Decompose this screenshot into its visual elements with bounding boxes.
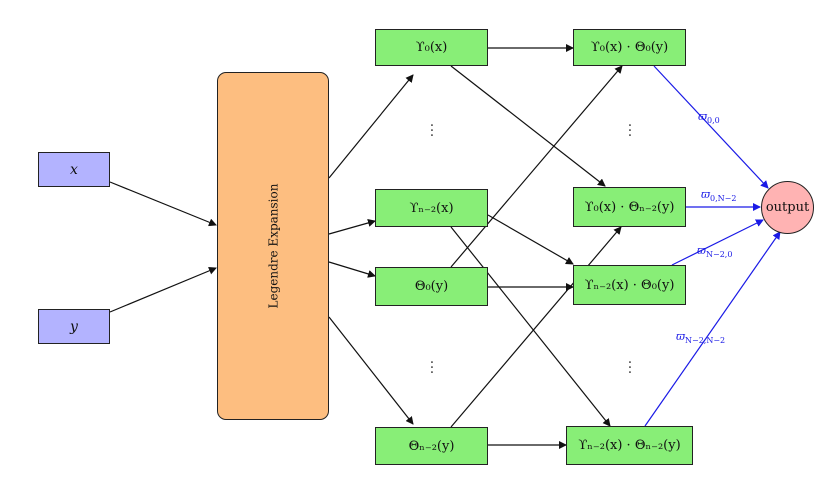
weight-n2-0-subscript: N−2,0	[705, 250, 733, 260]
edge-expansion-uN2	[328, 219, 376, 235]
edge-uN2-pN0	[487, 214, 574, 265]
basis-theta-0: Θ₀(y)	[375, 267, 488, 306]
edge-expansion-t0	[328, 261, 376, 278]
product-u0-tn2-label: ϒ₀(x) · Θₙ₋₂(y)	[584, 199, 675, 215]
weight-n2-n2: ϖN−2,N−2	[676, 330, 725, 345]
edge-uN2-pNN	[450, 226, 611, 427]
ellipsis-basis-top: ···	[429, 118, 435, 144]
edge-expansion-tN2	[328, 316, 414, 425]
ellipsis-products-bottom: ···	[627, 355, 633, 381]
basis-theta-n2: Θₙ₋₂(y)	[375, 427, 488, 465]
weight-n2-n2-subscript: N−2,N−2	[684, 336, 726, 346]
edge-pNN-output	[644, 231, 781, 427]
output-label: output	[765, 200, 810, 215]
ellipsis-products-top: ···	[627, 118, 633, 144]
weight-0-n2-subscript: 0,N−2	[709, 194, 737, 204]
input-y-node: y	[38, 309, 110, 344]
input-x-node: x	[38, 152, 110, 187]
basis-upsilon-0: ϒ₀(x)	[375, 29, 488, 66]
product-un2-tn2-label: ϒₙ₋₂(x) · Θₙ₋₂(y)	[578, 438, 681, 453]
edge-expansion-u0	[328, 74, 414, 179]
weight-n2-0: ϖN−2,0	[697, 244, 732, 259]
weight-0-n2: ϖ0,N−2	[701, 188, 736, 203]
legendre-expansion-label: Legendre Expansion	[266, 183, 280, 309]
edge-p00-output	[653, 65, 769, 189]
input-x-label: x	[70, 161, 78, 178]
product-un2-t0: ϒₙ₋₂(x) · Θ₀(y)	[573, 265, 686, 305]
edge-t0-p00	[450, 65, 623, 268]
weight-0-0-symbol: ϖ	[698, 110, 707, 123]
product-u0-t0: ϒ₀(x) · Θ₀(y)	[573, 29, 686, 66]
product-u0-t0-label: ϒ₀(x) · Θ₀(y)	[590, 40, 669, 55]
edge-pN0-output	[671, 219, 764, 266]
ellipsis-basis-bottom: ···	[429, 355, 435, 381]
legendre-expansion-block: Legendre Expansion	[217, 72, 329, 420]
weight-n2-n2-symbol: ϖ	[676, 330, 685, 343]
input-y-label: y	[70, 318, 78, 335]
basis-upsilon-0-label: ϒ₀(x)	[415, 40, 448, 55]
product-un2-t0-label: ϒₙ₋₂(x) · Θ₀(y)	[584, 277, 675, 293]
weight-n2-0-symbol: ϖ	[697, 244, 706, 257]
basis-theta-n2-label: Θₙ₋₂(y)	[408, 438, 455, 454]
edge-u0-p0N	[450, 65, 606, 187]
product-un2-tn2: ϒₙ₋₂(x) · Θₙ₋₂(y)	[566, 426, 693, 465]
weight-0-0-subscript: 0,0	[706, 116, 720, 126]
weight-0-0: ϖ0,0	[698, 110, 720, 125]
basis-theta-0-label: Θ₀(y)	[414, 279, 449, 294]
product-u0-tn2: ϒ₀(x) · Θₙ₋₂(y)	[573, 187, 686, 227]
edge-x-expansion	[109, 181, 217, 227]
output-node: output	[761, 181, 814, 234]
basis-upsilon-n2: ϒₙ₋₂(x)	[375, 189, 488, 227]
weight-0-n2-symbol: ϖ	[701, 188, 710, 201]
edge-tN2-p0N	[450, 226, 622, 428]
basis-upsilon-n2-label: ϒₙ₋₂(x)	[409, 200, 454, 216]
edge-y-expansion	[109, 266, 217, 313]
